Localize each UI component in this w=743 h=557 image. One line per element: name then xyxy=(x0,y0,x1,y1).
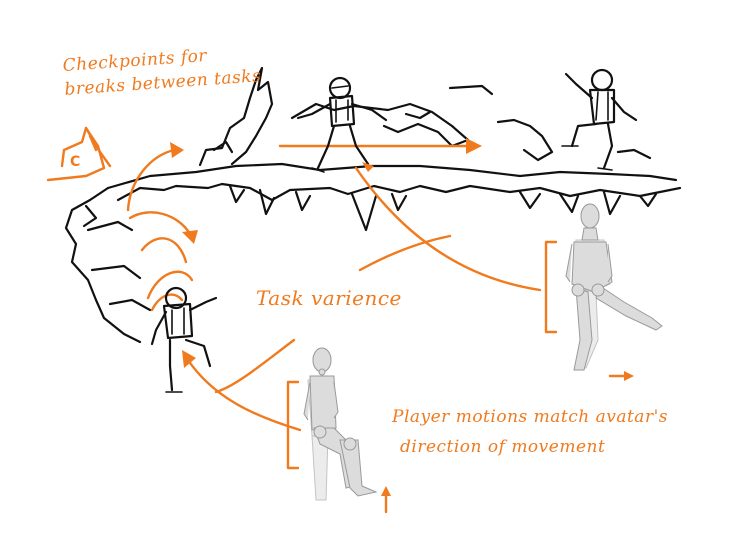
player-motions-line-1: Player motions match avatar's xyxy=(392,407,668,427)
avatar-step-up xyxy=(286,347,391,514)
task-variance-label: Task varience xyxy=(256,286,402,310)
climber-middle xyxy=(296,76,388,173)
climber-right xyxy=(561,68,638,171)
checkpoint-flag: C xyxy=(46,126,112,182)
traverse-arrow xyxy=(278,138,482,154)
mannequin-lower xyxy=(303,347,378,501)
mannequin-right xyxy=(565,203,663,371)
cliff-ledge xyxy=(64,162,682,344)
climber-wall xyxy=(150,286,218,393)
avatar-leg-raise xyxy=(544,203,663,381)
player-motions-line-2: direction of movement xyxy=(400,437,606,457)
task-variance-arrows xyxy=(182,166,542,432)
climb-arrows xyxy=(126,142,198,312)
background-rocks xyxy=(198,66,652,167)
flag-letter: C xyxy=(70,154,80,170)
player-motions-note: Player motions match avatar's direction … xyxy=(392,402,668,462)
